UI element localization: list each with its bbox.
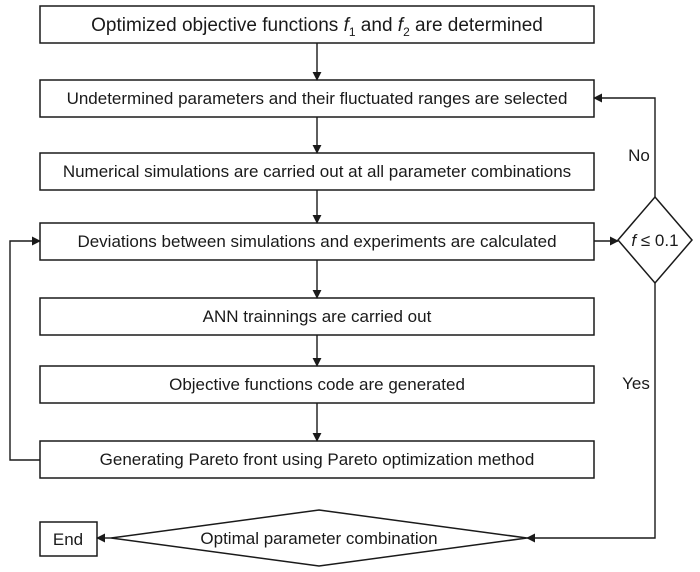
arrow-decision-yes-to-optimal bbox=[526, 283, 656, 543]
optimal-combination-diamond bbox=[110, 509, 528, 567]
arrow-decision-no-to-step2 bbox=[593, 93, 656, 197]
step-define-objectives-label: Optimized objective functions f1 and f2 … bbox=[91, 15, 543, 39]
step-numerical-simulations-label: Numerical simulations are carried out at… bbox=[63, 162, 571, 181]
step-ann-training-label: ANN trainnings are carried out bbox=[203, 307, 432, 326]
step-pareto-front-label: Generating Pareto front using Pareto opt… bbox=[100, 450, 535, 469]
step-generate-code-label: Objective functions code are generated bbox=[169, 375, 465, 394]
no-branch-label: No bbox=[628, 146, 650, 165]
step-define-objectives-box bbox=[39, 5, 595, 44]
step-select-parameters-label: Undetermined parameters and their fluctu… bbox=[67, 89, 568, 108]
arrow-step7-loop-to-step4 bbox=[9, 236, 41, 461]
step-calculate-deviations-label: Deviations between simulations and exper… bbox=[77, 232, 556, 251]
optimal-combination-label: Optimal parameter combination bbox=[200, 529, 437, 548]
end-box bbox=[39, 521, 98, 557]
end-label: End bbox=[53, 530, 83, 549]
step-select-parameters-box bbox=[39, 79, 595, 118]
decision-threshold-label: f ≤ 0.1 bbox=[631, 231, 678, 250]
step-pareto-front-box bbox=[39, 440, 595, 479]
yes-branch-label: Yes bbox=[622, 374, 650, 393]
step-generate-code-box bbox=[39, 365, 595, 404]
